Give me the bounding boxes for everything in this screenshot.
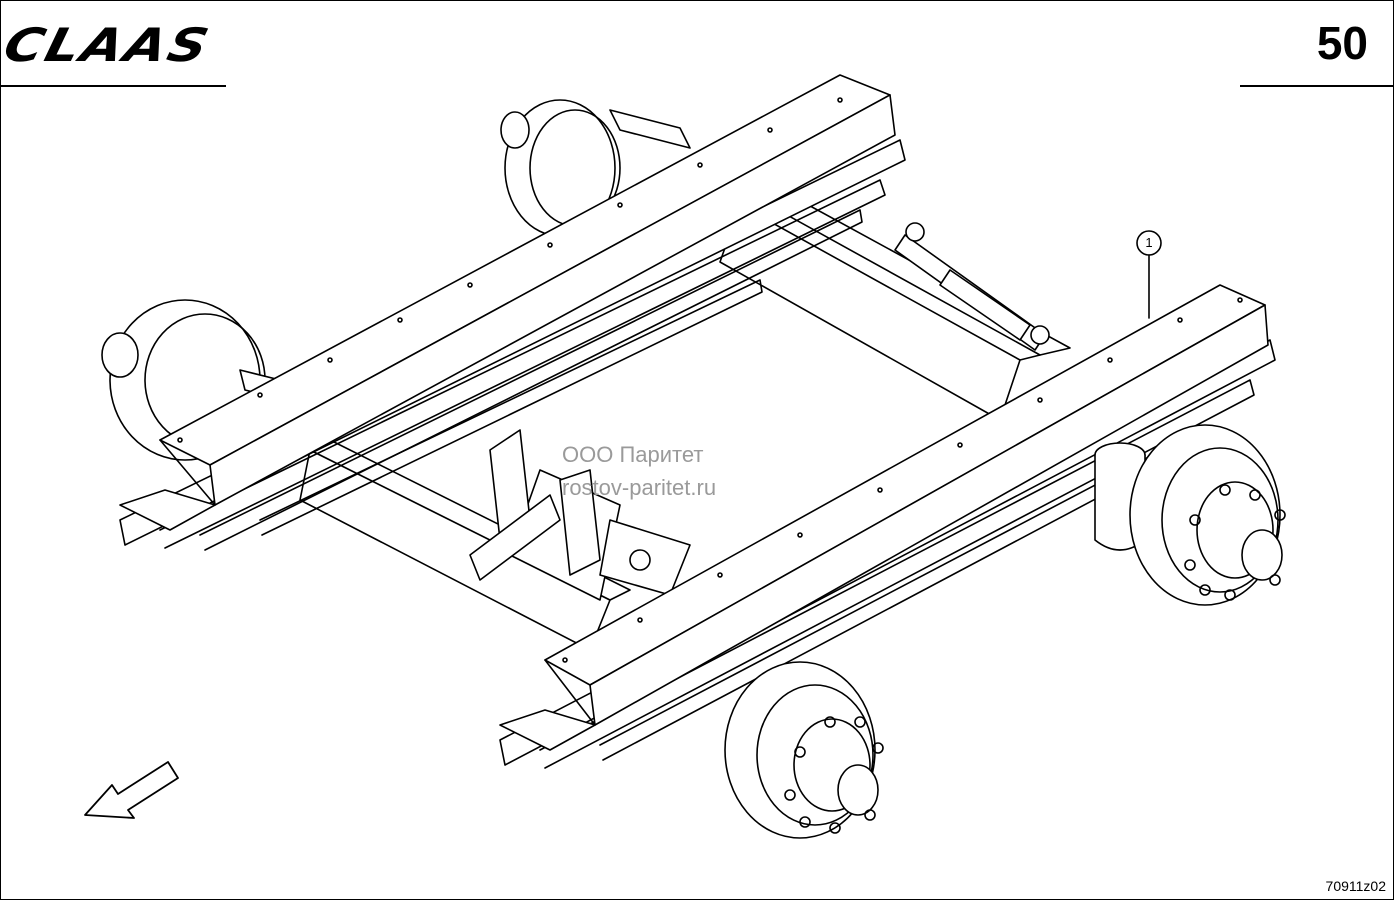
shock-absorber xyxy=(894,222,1050,351)
mounting-bracket xyxy=(469,429,601,581)
left-frame-beam xyxy=(119,74,896,531)
watermark-line-2: rostov-paritet.ru xyxy=(562,475,717,500)
logo-underline xyxy=(0,85,226,87)
drawing-code: 70911z02 xyxy=(1325,878,1386,894)
right-frame-beam xyxy=(499,284,1269,751)
watermark-line-1: ООО Паритет xyxy=(562,442,704,467)
rear-right-wheel-hub xyxy=(1129,424,1286,606)
page-number-underline xyxy=(1240,85,1394,87)
front-right-wheel-hub xyxy=(724,661,884,839)
callout-label: 1 xyxy=(1145,235,1153,250)
arrow-down-left-icon xyxy=(84,761,179,819)
rear-left-brake-drum xyxy=(500,99,691,237)
watermark: ООО Паритет rostov-paritet.ru xyxy=(562,438,716,504)
callout-1 xyxy=(1136,230,1162,319)
page-number: 50 xyxy=(1316,17,1368,69)
cross-member-rear xyxy=(719,194,1071,421)
